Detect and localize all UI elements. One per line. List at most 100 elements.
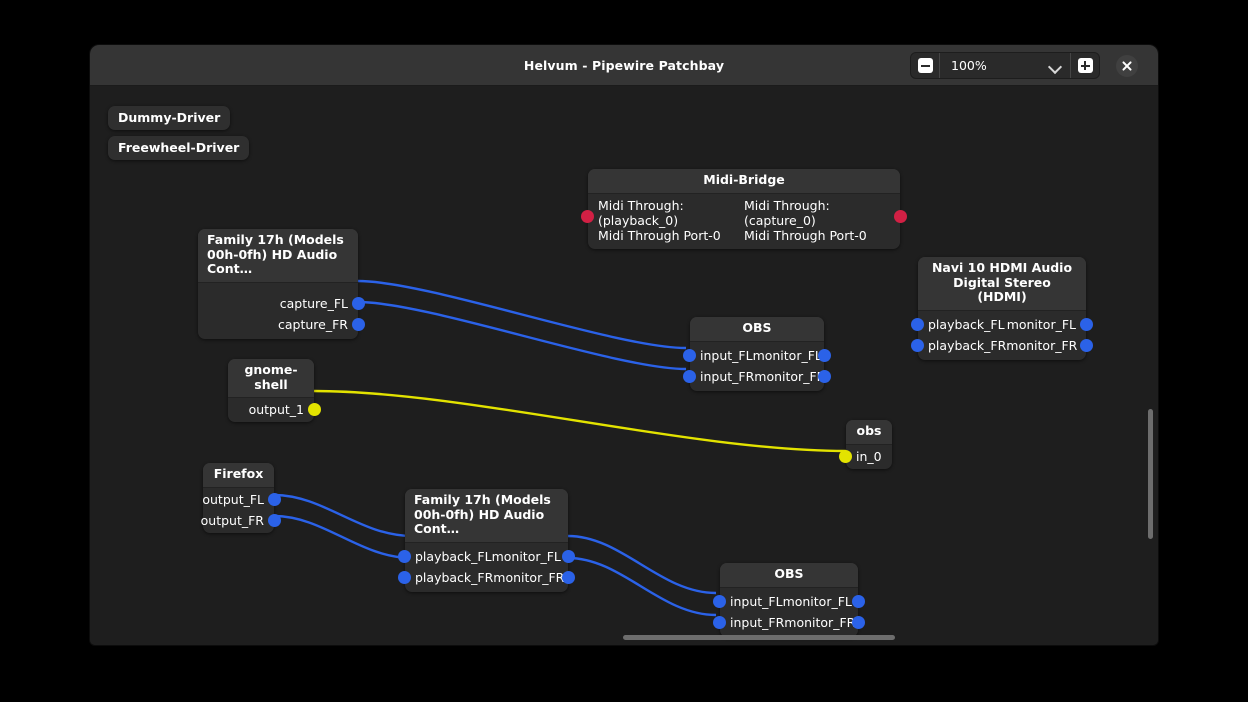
- port-label-output-fr: output_FR: [200, 512, 264, 528]
- link-fam-obs-fl: [567, 534, 717, 595]
- port-label-playback-fl: playback_FL: [415, 548, 492, 564]
- port-dot-monitor-fr[interactable]: [852, 615, 865, 629]
- node-obs-bottom[interactable]: OBS input_FL monitor_FL input_FR monitor…: [713, 563, 865, 637]
- node-title: Dummy-Driver: [118, 110, 221, 125]
- port-dot-monitor-fr[interactable]: [562, 570, 575, 584]
- patchbay-canvas[interactable]: Dummy-Driver Freewheel-Driver Midi-Bridg…: [90, 86, 1158, 645]
- node-title: Navi 10 HDMI Audio Digital Stereo (HDMI): [918, 257, 1086, 311]
- port-label-output-fl: output_FL: [202, 491, 264, 507]
- port-dot-midi-out[interactable]: [894, 209, 907, 223]
- port-dot-playback-fr[interactable]: [398, 570, 411, 584]
- vertical-scrollbar[interactable]: [1148, 409, 1153, 539]
- port-row-obs-top-fl[interactable]: input_FL monitor_FL: [683, 345, 831, 366]
- app-window: Helvum - Pipewire Patchbay 100%: [90, 45, 1158, 645]
- port-label-input-fr: input_FR: [730, 614, 785, 630]
- port-dot-monitor-fl[interactable]: [562, 549, 575, 563]
- link-ff-fr: [273, 514, 413, 560]
- port-label-monitor-fl: monitor_FL: [782, 593, 852, 609]
- port-label-playback-fl: playback_FL: [928, 316, 1005, 332]
- port-row-obs-bottom-fl[interactable]: input_FL monitor_FL: [713, 591, 865, 612]
- node-navi10-hdmi[interactable]: Navi 10 HDMI Audio Digital Stereo (HDMI)…: [911, 257, 1093, 360]
- port-dot-input-fl[interactable]: [683, 348, 696, 362]
- node-title: Freewheel-Driver: [118, 140, 240, 155]
- port-dot-in-0[interactable]: [839, 449, 852, 463]
- port-label: capture_FL: [279, 295, 348, 311]
- port-row-capture-fl[interactable]: capture_FL: [198, 293, 365, 314]
- titlebar[interactable]: Helvum - Pipewire Patchbay 100%: [90, 45, 1158, 86]
- port-dot-playback-fl[interactable]: [398, 549, 411, 563]
- port-label-monitor-fl: monitor_FL: [752, 347, 822, 363]
- port-row-ff-fr[interactable]: output_FR: [200, 510, 281, 531]
- zoom-level-dropdown[interactable]: 100%: [939, 53, 1071, 78]
- minus-icon: [917, 58, 933, 73]
- chevron-down-icon: [1048, 59, 1062, 73]
- node-family17h-capture[interactable]: Family 17h (Models 00h-0fh) HD Audio Con…: [198, 229, 365, 339]
- port-dot-output-fr[interactable]: [268, 513, 281, 527]
- node-title: OBS: [690, 317, 824, 342]
- node-dummy-driver[interactable]: Dummy-Driver: [108, 106, 231, 130]
- port-row-capture-fr[interactable]: capture_FR: [198, 314, 365, 335]
- node-title: Family 17h (Models 00h-0fh) HD Audio Con…: [405, 489, 568, 543]
- link-capture-fr: [357, 300, 687, 371]
- port-row-navi-fr[interactable]: playback_FR monitor_FR: [911, 335, 1093, 356]
- node-gnome-shell[interactable]: gnome-shell output_1: [228, 359, 321, 422]
- port-row-obs-bottom-fr[interactable]: input_FR monitor_FR: [713, 612, 865, 633]
- node-firefox[interactable]: Firefox output_FL output_FR: [200, 463, 281, 533]
- link-capture-fl: [357, 279, 687, 350]
- node-family17h-playback[interactable]: Family 17h (Models 00h-0fh) HD Audio Con…: [398, 489, 575, 592]
- port-dot-monitor-fl[interactable]: [852, 594, 865, 608]
- port-dot-monitor-fr[interactable]: [818, 369, 831, 383]
- node-midi-bridge[interactable]: Midi-Bridge Midi Through:(playback_0) Mi…: [581, 169, 907, 249]
- port-label-monitor-fr: monitor_FR: [754, 368, 826, 384]
- close-icon[interactable]: [1116, 55, 1138, 77]
- link-gnome-obs: [313, 389, 847, 453]
- port-label-monitor-fr: monitor_FR: [784, 614, 856, 630]
- port-label-input-fl: input_FL: [730, 593, 783, 609]
- port-row-obs-top-fr[interactable]: input_FR monitor_FR: [683, 366, 831, 387]
- node-obs-top[interactable]: OBS input_FL monitor_FL input_FR monitor…: [683, 317, 831, 391]
- zoom-in-button[interactable]: [1071, 53, 1099, 78]
- node-title: gnome-shell: [228, 359, 314, 398]
- node-freewheel-driver[interactable]: Freewheel-Driver: [108, 136, 250, 160]
- port-dot-monitor-fl[interactable]: [818, 348, 831, 362]
- zoom-control-group: 100%: [910, 52, 1100, 79]
- port-label-midi-in: Midi Through:(playback_0) Midi Through P…: [598, 197, 721, 243]
- port-row-fam-fr[interactable]: playback_FR monitor_FR: [398, 567, 575, 588]
- port-dot-output-fl[interactable]: [268, 492, 281, 506]
- port-dot-capture-fr[interactable]: [352, 317, 365, 331]
- horizontal-scrollbar[interactable]: [623, 635, 895, 640]
- port-dot-input-fl[interactable]: [713, 594, 726, 608]
- port-row-navi-fl[interactable]: playback_FL monitor_FL: [911, 314, 1093, 335]
- port-dot-monitor-fl[interactable]: [1080, 317, 1093, 331]
- port-label-in-0: in_0: [856, 448, 882, 464]
- plus-icon: [1077, 58, 1093, 73]
- port-label-playback-fr: playback_FR: [415, 569, 494, 585]
- port-dot-playback-fl[interactable]: [911, 317, 924, 331]
- port-label-input-fr: input_FR: [700, 368, 755, 384]
- port-group-outputs: Midi Through:(capture_0) Midi Through Po…: [744, 196, 907, 246]
- node-obs-sink[interactable]: obs in_0: [839, 420, 892, 469]
- port-dot-monitor-fr[interactable]: [1080, 338, 1093, 352]
- port-group-inputs: Midi Through:(playback_0) Midi Through P…: [581, 196, 744, 246]
- port-label-monitor-fr: monitor_FR: [493, 569, 565, 585]
- port-label-input-fl: input_FL: [700, 347, 753, 363]
- port-dot-playback-fr[interactable]: [911, 338, 924, 352]
- zoom-level-value: 100%: [951, 58, 987, 73]
- zoom-out-button[interactable]: [911, 53, 939, 78]
- node-title: OBS: [720, 563, 858, 588]
- port-dot-capture-fl[interactable]: [352, 296, 365, 310]
- port-label: capture_FR: [278, 316, 348, 332]
- port-dot-output-1[interactable]: [308, 403, 321, 416]
- window-title: Helvum - Pipewire Patchbay: [523, 58, 725, 73]
- port-label-playback-fr: playback_FR: [928, 337, 1007, 353]
- port-dot-input-fr[interactable]: [713, 615, 726, 629]
- port-label-midi-out: Midi Through:(capture_0) Midi Through Po…: [744, 197, 867, 243]
- port-dot-input-fr[interactable]: [683, 369, 696, 383]
- port-dot-midi-in[interactable]: [581, 209, 594, 223]
- port-row-ff-fl[interactable]: output_FL: [202, 489, 281, 510]
- port-label-monitor-fr: monitor_FR: [1006, 337, 1078, 353]
- port-row-fam-fl[interactable]: playback_FL monitor_FL: [398, 546, 575, 567]
- port-label-output-1: output_1: [248, 402, 304, 417]
- port-row-in-0[interactable]: in_0: [839, 446, 892, 467]
- port-row-output-1[interactable]: output_1: [228, 399, 321, 420]
